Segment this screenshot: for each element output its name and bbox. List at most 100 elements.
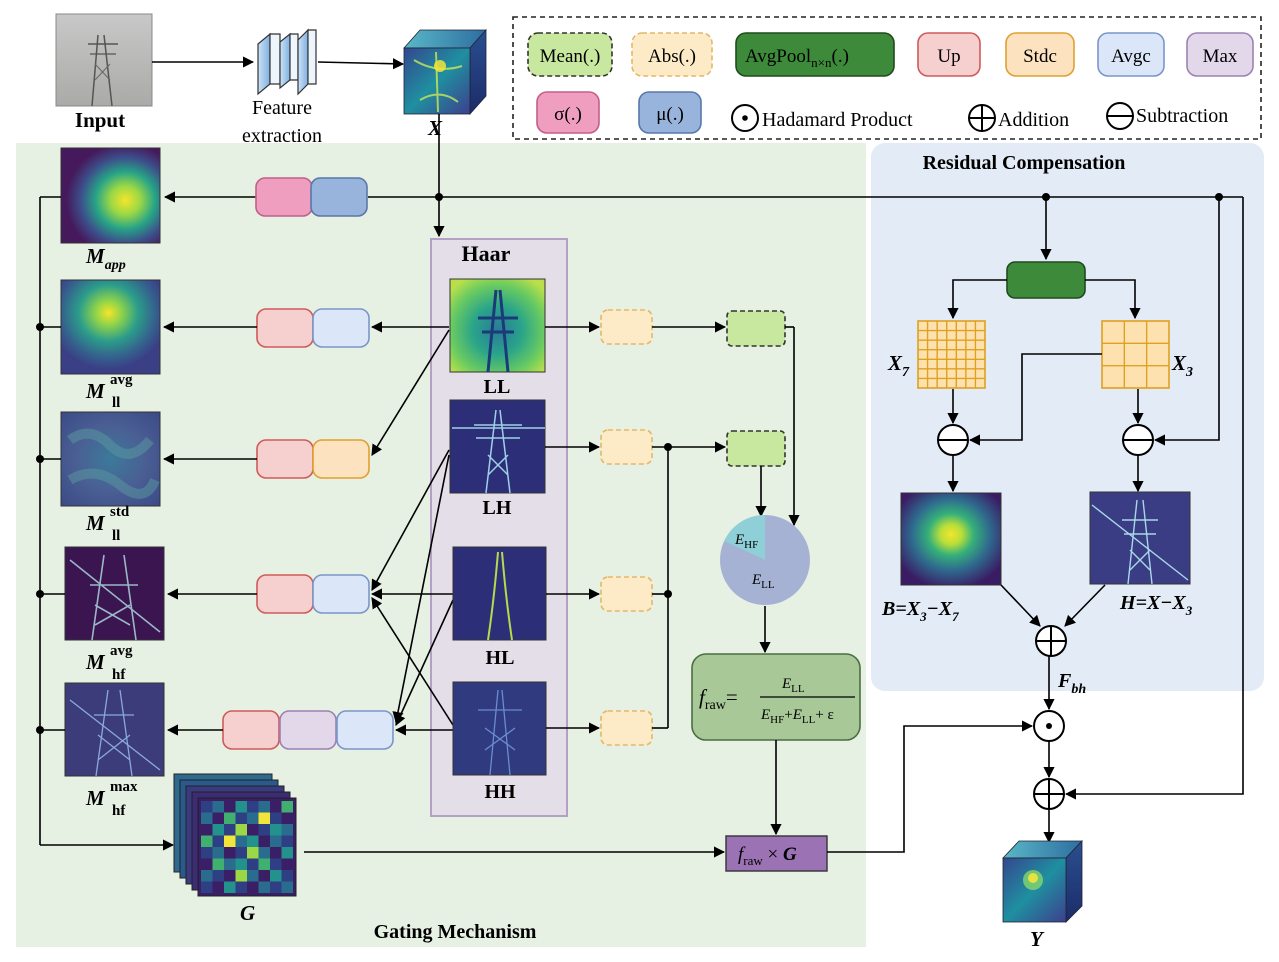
op-mu [310, 177, 368, 217]
subtract-node-b [937, 424, 969, 456]
legend-subtraction-label: Subtraction [1136, 105, 1228, 127]
legend-stdc-label: Stdc [1023, 46, 1057, 67]
legend-abs: Abs(.) [631, 32, 713, 77]
legend-up: Up [917, 32, 981, 77]
x-cube [403, 28, 487, 116]
svg-text:AvgPooln×n(.): AvgPooln×n(.) [745, 46, 849, 70]
op-mean-ll [726, 310, 786, 347]
energy-pie: EHF ELL [720, 515, 810, 605]
svg-text:hf: hf [112, 803, 126, 819]
h-equation: H=X−X3 [1119, 592, 1193, 618]
legend-sigma-label: σ(.) [554, 104, 582, 125]
map-std-ll-label: M [85, 511, 106, 535]
gate-output-box: fraw × G [725, 835, 828, 872]
x7-label: X7 [887, 351, 910, 380]
legend-box [512, 16, 1262, 140]
band-ll-label: LL [484, 376, 511, 398]
residual-title: Residual Compensation [923, 152, 1126, 174]
svg-text:hf: hf [112, 667, 126, 683]
op-avgc-avg-ll [312, 308, 370, 348]
svg-text:std: std [110, 504, 130, 520]
svg-text:avg: avg [110, 372, 133, 388]
svg-text:max: max [110, 779, 138, 795]
add-node-fbh [1035, 625, 1067, 657]
feature-label-1: Feature [252, 97, 312, 119]
legend-avgc-label: Avgc [1111, 46, 1151, 67]
band-lh [449, 399, 546, 494]
map-app [60, 147, 161, 244]
legend-hadamard-label: Hadamard Product [762, 109, 913, 131]
legend-addition-label: Addition [998, 109, 1069, 131]
svg-text:ll: ll [112, 395, 120, 411]
x-label: X [427, 116, 443, 140]
svg-text:fraw × G: fraw × G [738, 844, 797, 868]
op-avgc-max-hf [336, 710, 394, 750]
gating-title: Gating Mechanism [374, 921, 537, 943]
band-hl [452, 546, 547, 641]
g-feature-stack [173, 773, 297, 897]
op-sigma [255, 177, 313, 217]
arrow-gate-hadamard [827, 720, 1034, 853]
pie-ll-label: ELL [751, 572, 775, 591]
map-app-label: Mapp [85, 244, 126, 273]
legend-mean-label: Mean(.) [540, 46, 601, 67]
map-avg-hf-label: M [85, 650, 106, 674]
band-hh [452, 681, 547, 776]
pie-slice-hf [724, 515, 765, 560]
svg-text:ll: ll [112, 528, 120, 544]
op-abs-ll [600, 309, 653, 345]
op-avgpool [1006, 261, 1086, 299]
legend-stdc: Stdc [1005, 32, 1075, 77]
svg-text:avg: avg [110, 643, 133, 659]
subtract-node-h [1122, 424, 1154, 456]
op-stdc-std-ll [312, 439, 370, 479]
arrow-skip-to-add [1064, 197, 1244, 800]
op-up-avg-hf [256, 574, 314, 614]
hadamard-icon [731, 104, 759, 132]
haar-label: Haar [462, 241, 511, 266]
svg-text:fraw=: fraw= [699, 685, 738, 713]
band-ll [449, 278, 546, 373]
arrow-feature-x [317, 58, 405, 70]
legend-avgc: Avgc [1097, 32, 1165, 77]
b-image [900, 492, 1002, 586]
op-max-max-hf [279, 710, 337, 750]
legend-abs-label: Abs(.) [648, 46, 696, 67]
map-max-hf-label: M [85, 786, 106, 810]
b-equation: B=X3−X7 [881, 598, 959, 624]
formula-box: fraw= ELL EHF+ELL+ ε [691, 653, 861, 741]
legend-avgpool: AvgPooln×n(.) [735, 32, 895, 77]
band-lh-label: LH [483, 497, 512, 519]
legend-sigma: σ(.) [536, 91, 600, 134]
legend-mu-label: μ(.) [656, 104, 684, 125]
legend-addition: Addition [968, 104, 1069, 132]
legend-avgpool-sub: n×n [811, 55, 832, 70]
x7-grid [917, 320, 986, 389]
map-avg-ll [60, 279, 161, 375]
legend-max-label: Max [1203, 46, 1238, 67]
y-cube [1002, 839, 1083, 923]
svg-text:EHF+ELL+ ε: EHF+ELL+ ε [760, 707, 834, 726]
legend-hadamard: Hadamard Product [731, 104, 913, 132]
y-label: Y [1030, 927, 1045, 951]
op-abs-lh [600, 429, 653, 465]
x3-label: X3 [1171, 351, 1193, 380]
fbh-label: Fbh [1057, 670, 1086, 697]
legend-avgpool-label: AvgPool [745, 46, 811, 67]
legend-mu: μ(.) [638, 91, 702, 134]
op-up-max-hf [222, 710, 280, 750]
op-mean-hf [726, 430, 786, 467]
legend-subtraction: Subtraction [1106, 102, 1228, 130]
input-image [55, 13, 153, 107]
g-label: G [240, 901, 255, 925]
legend-avgpool-suffix: (.) [832, 46, 849, 67]
svg-text:ELL: ELL [781, 676, 805, 695]
add-node-output [1033, 778, 1065, 810]
legend-up-label: Up [937, 46, 960, 67]
hadamard-node [1033, 710, 1065, 742]
band-hl-label: HL [486, 647, 515, 669]
map-avg-ll-label: M [85, 379, 106, 403]
legend-max: Max [1186, 32, 1254, 77]
legend-mean: Mean(.) [527, 32, 613, 77]
op-abs-hl [600, 576, 653, 612]
